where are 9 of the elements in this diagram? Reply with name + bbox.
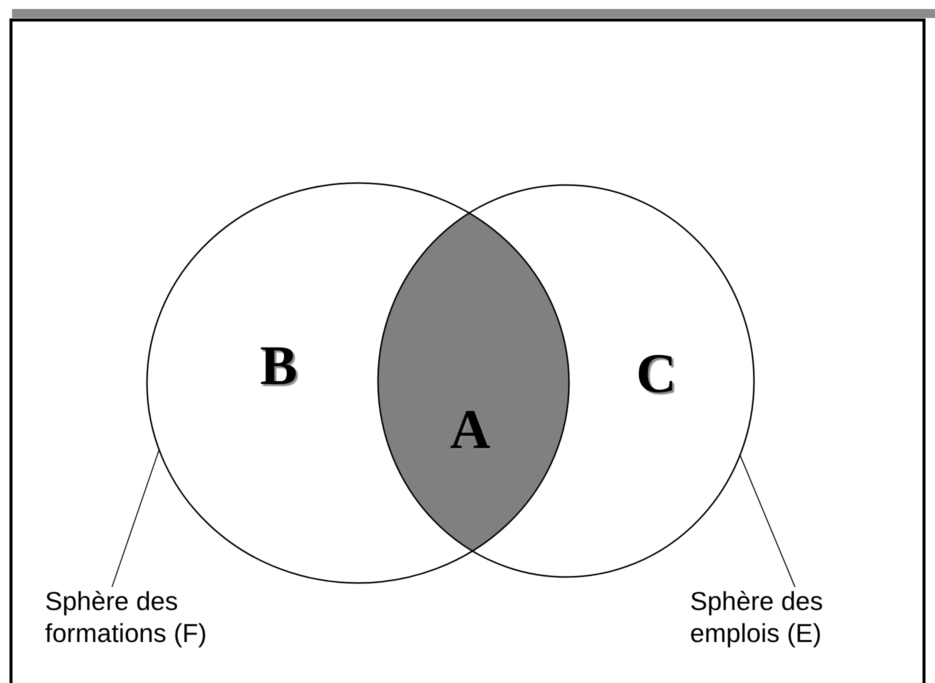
region-letter: A	[450, 400, 490, 460]
leader-line	[740, 454, 796, 588]
region-letter: B	[260, 336, 298, 396]
set-label: Sphère des emplois (E)	[690, 585, 900, 649]
set-label: Sphère des formations (F)	[45, 585, 295, 649]
venn-circle	[146, 182, 570, 584]
leader-line	[112, 450, 160, 588]
region-letter: C	[636, 344, 676, 404]
venn-circle	[377, 184, 755, 578]
